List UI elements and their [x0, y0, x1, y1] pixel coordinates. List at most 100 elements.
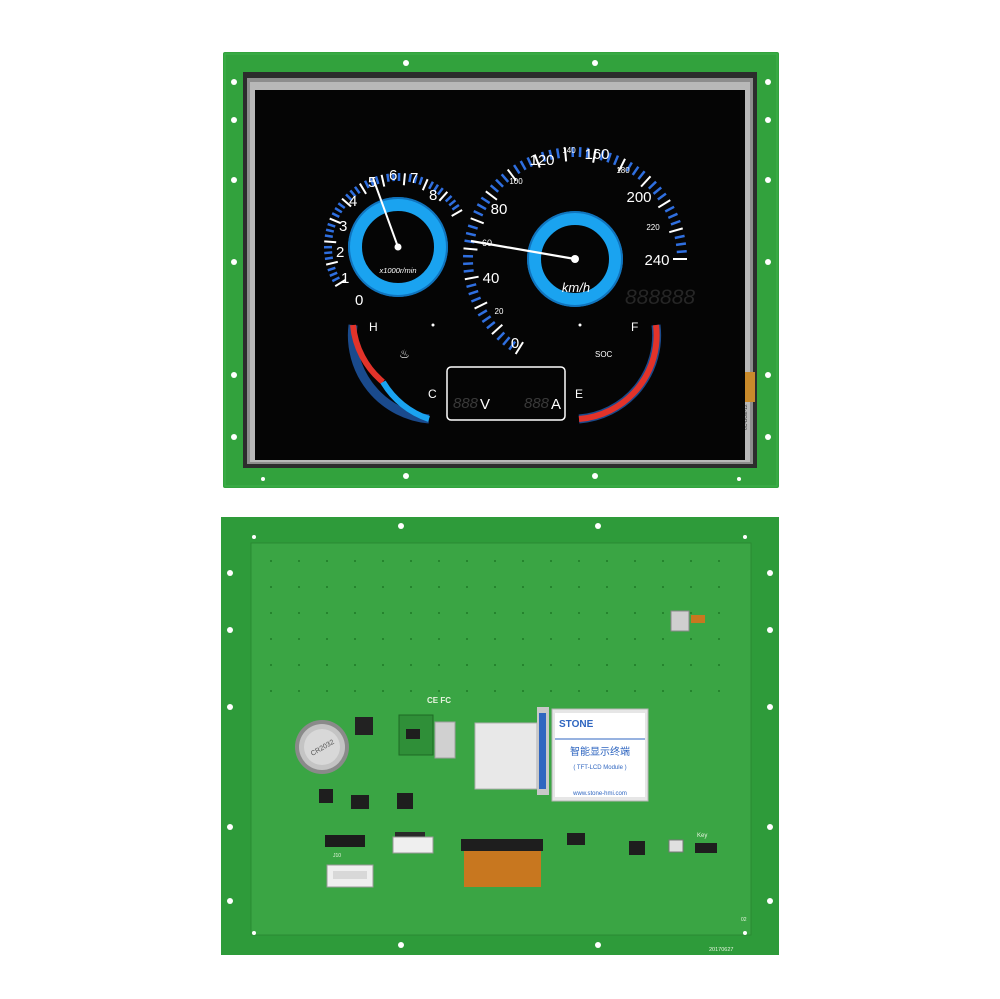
- via-dot: [634, 586, 636, 588]
- back-mounting-holes: [227, 523, 773, 948]
- via-dot: [662, 586, 664, 588]
- via-dot: [354, 586, 356, 588]
- via-dot: [634, 612, 636, 614]
- via-dot: [690, 560, 692, 562]
- coolant-temp-icon: ♨: [399, 347, 410, 361]
- gauge-tick: [506, 168, 517, 182]
- via-dot: [270, 612, 272, 614]
- gauge-tick: [519, 160, 527, 171]
- gauge-tick: [647, 180, 657, 190]
- gauge-tick: [657, 192, 667, 201]
- gauge-tick: [341, 197, 352, 208]
- via-dot: [522, 560, 524, 562]
- odometer-display: 888888: [625, 286, 695, 309]
- via-dot: [522, 586, 524, 588]
- rpm-tick-8: 8: [429, 187, 437, 204]
- gauge-tick: [380, 174, 386, 187]
- gauge-tick: [555, 148, 560, 159]
- gauge-tick: [324, 256, 334, 261]
- rpm-tick-2: 2: [336, 244, 344, 261]
- via-dot: [690, 690, 692, 692]
- gauge-tick: [486, 321, 496, 330]
- via-dot: [298, 690, 300, 692]
- gauge-tick: [466, 283, 477, 289]
- via-dot: [606, 586, 608, 588]
- gauge-tick: [526, 156, 533, 168]
- gauge-tick: [334, 207, 343, 214]
- via-dot: [466, 690, 468, 692]
- via-dot: [522, 638, 524, 640]
- gauge-tick: [421, 178, 429, 191]
- via-dot: [438, 638, 440, 640]
- gauge-tick: [451, 204, 460, 211]
- speedometer-needle: [470, 239, 576, 261]
- gauge-tick: [448, 199, 457, 207]
- speed-tick-180: 180: [616, 166, 630, 175]
- via-dot: [634, 560, 636, 562]
- via-dot: [438, 612, 440, 614]
- gauge-tick: [513, 164, 521, 175]
- speed-tick-240: 240: [644, 252, 669, 269]
- speed-tick-200: 200: [626, 189, 651, 206]
- rpm-tick-7: 7: [410, 170, 418, 187]
- via-dot: [410, 690, 412, 692]
- via-dot: [690, 638, 692, 640]
- via-dot: [298, 612, 300, 614]
- via-dot: [410, 586, 412, 588]
- gauge-tick: [391, 173, 395, 182]
- via-dot: [438, 690, 440, 692]
- speed-tick-100: 100: [509, 177, 523, 186]
- gauge-tick: [592, 148, 597, 163]
- via-dot: [298, 638, 300, 640]
- tachometer-needle: [372, 177, 399, 248]
- via-dot: [550, 560, 552, 562]
- tachometer-ring: [348, 197, 448, 297]
- via-dot: [354, 560, 356, 562]
- via-dot: [438, 560, 440, 562]
- via-dot: [382, 586, 384, 588]
- gauge-tick: [676, 250, 687, 254]
- gauge-tick: [324, 251, 333, 255]
- via-dot: [466, 612, 468, 614]
- speedometer: km/h 0 40 60 80 120 160 200 240 20 100 1…: [463, 146, 687, 355]
- gauge-tick: [640, 175, 652, 188]
- speed-tick-80: 80: [491, 201, 508, 218]
- via-dot: [606, 560, 608, 562]
- components: [319, 610, 717, 888]
- via-dot: [270, 664, 272, 666]
- gauge-tick: [474, 301, 488, 310]
- gauge-tick: [670, 219, 681, 226]
- gauge-tick: [477, 309, 488, 317]
- j10-label: J10: [333, 853, 341, 859]
- gauge-tick: [369, 177, 375, 187]
- temp-cold-label: C: [428, 387, 437, 401]
- gauge-tick: [334, 279, 346, 288]
- soc-label: SOC: [595, 350, 613, 359]
- current-unit: A: [551, 396, 561, 413]
- gauge-tick: [625, 161, 633, 172]
- via-dot: [634, 638, 636, 640]
- rpm-tick-1: 1: [341, 270, 349, 287]
- via-dot: [298, 664, 300, 666]
- gauge-tick: [548, 149, 554, 160]
- via-dot: [718, 664, 720, 666]
- gauge-tick: [325, 228, 335, 233]
- stone-sticker: STONE 智能显示终端 ( TFT-LCD Module ) www.ston…: [551, 708, 649, 802]
- gauge-tick: [637, 170, 646, 180]
- via-dot: [550, 612, 552, 614]
- gauge-tick: [325, 260, 339, 266]
- gauge-tick: [617, 158, 626, 172]
- gauge-tick: [436, 187, 444, 196]
- via-dot: [606, 638, 608, 640]
- via-dot: [494, 560, 496, 562]
- gauge-tick: [345, 193, 353, 201]
- via-dot: [354, 638, 356, 640]
- via-dot: [606, 612, 608, 614]
- via-dot: [662, 638, 664, 640]
- via-dot: [578, 560, 580, 562]
- via-dot: [326, 664, 328, 666]
- speed-tick-220: 220: [646, 223, 660, 232]
- coin-cell-battery: CR2032: [295, 720, 349, 774]
- via-dot: [382, 560, 384, 562]
- gauge-tick: [491, 324, 503, 335]
